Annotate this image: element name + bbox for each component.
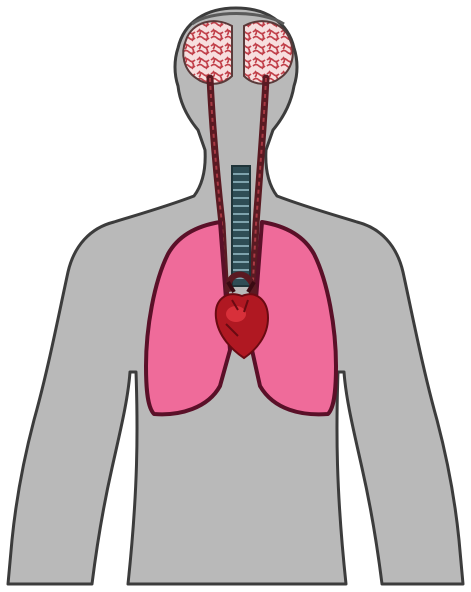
brain-right-hemisphere [244,21,293,84]
brain-left-hemisphere [183,21,232,84]
trachea [232,166,250,286]
